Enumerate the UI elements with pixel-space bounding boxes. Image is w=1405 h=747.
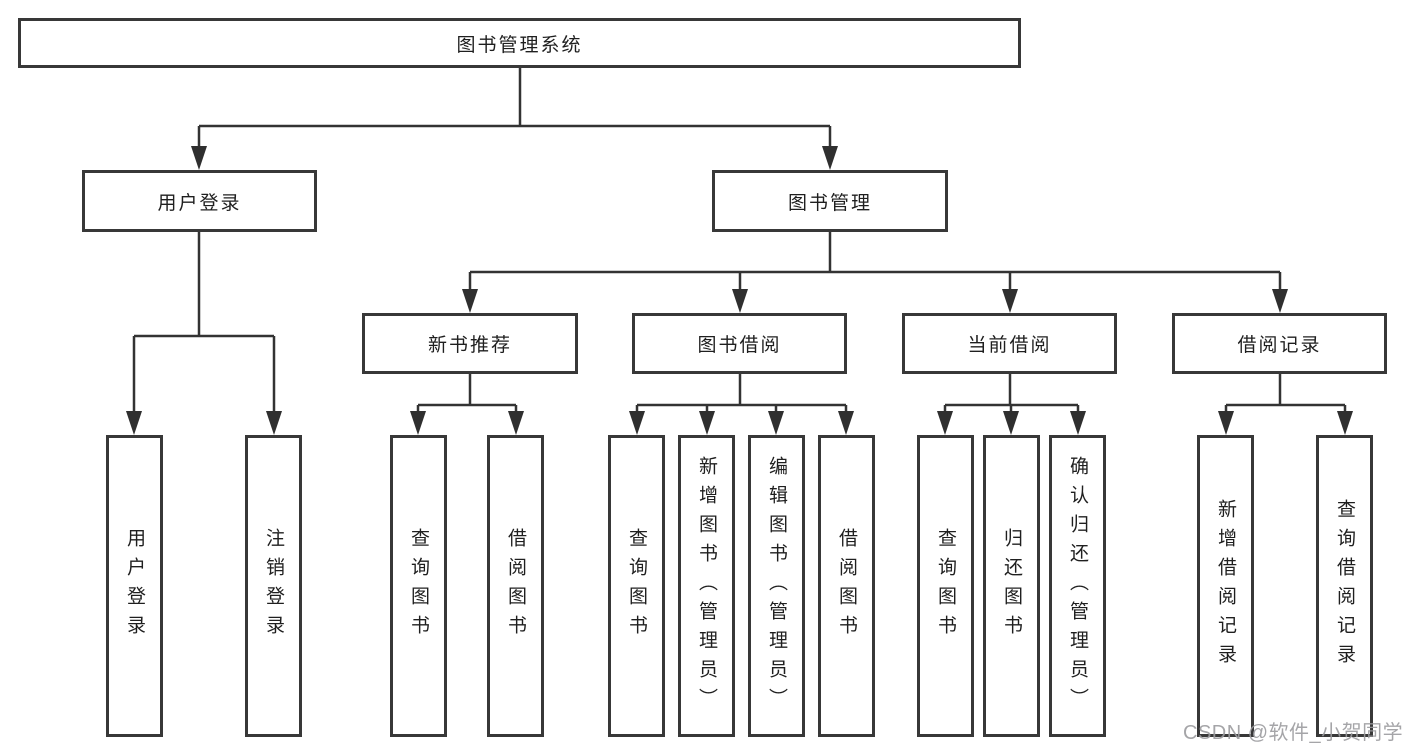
node-book-borrow: 图书借阅 bbox=[632, 313, 847, 374]
leaf-query-book-recommend: 查询图书 bbox=[390, 435, 447, 737]
leaf-query-book-current: 查询图书 bbox=[917, 435, 974, 737]
node-new-book-recommend: 新书推荐 bbox=[362, 313, 578, 374]
leaf-logout: 注销登录 bbox=[245, 435, 302, 737]
leaf-edit-book-admin-label: 编辑图书（管理员） bbox=[766, 455, 787, 717]
leaf-return-book-label: 归还图书 bbox=[1001, 528, 1022, 644]
leaf-confirm-return-admin: 确认归还（管理员） bbox=[1049, 435, 1106, 737]
node-current-borrow: 当前借阅 bbox=[902, 313, 1117, 374]
node-user-login-label: 用户登录 bbox=[157, 192, 242, 214]
leaf-edit-book-admin: 编辑图书（管理员） bbox=[748, 435, 805, 737]
leaf-add-book-admin: 新增图书（管理员） bbox=[678, 435, 735, 737]
leaf-query-book-current-label: 查询图书 bbox=[935, 528, 956, 644]
node-new-book-recommend-label: 新书推荐 bbox=[427, 335, 512, 356]
node-user-login: 用户登录 bbox=[82, 170, 317, 232]
leaf-query-book-recommend-label: 查询图书 bbox=[408, 528, 429, 644]
leaf-borrow-book: 借阅图书 bbox=[818, 435, 875, 737]
leaf-return-book: 归还图书 bbox=[983, 435, 1040, 737]
leaf-add-borrow-record: 新增借阅记录 bbox=[1197, 435, 1254, 737]
leaf-query-book-borrow: 查询图书 bbox=[608, 435, 665, 737]
leaf-logout-label: 注销登录 bbox=[263, 528, 284, 644]
leaf-user-login-label: 用户登录 bbox=[124, 528, 145, 644]
node-current-borrow-label: 当前借阅 bbox=[967, 335, 1052, 356]
node-borrow-records-label: 借阅记录 bbox=[1237, 335, 1322, 356]
leaf-query-book-borrow-label: 查询图书 bbox=[626, 528, 647, 644]
leaf-query-borrow-record-label: 查询借阅记录 bbox=[1334, 499, 1355, 673]
leaf-add-book-admin-label: 新增图书（管理员） bbox=[696, 455, 717, 717]
node-book-management: 图书管理 bbox=[712, 170, 948, 232]
node-root-label: 图书管理系统 bbox=[456, 34, 583, 56]
leaf-add-borrow-record-label: 新增借阅记录 bbox=[1215, 499, 1236, 673]
node-book-borrow-label: 图书借阅 bbox=[697, 335, 782, 356]
leaf-query-borrow-record: 查询借阅记录 bbox=[1316, 435, 1373, 737]
node-book-management-label: 图书管理 bbox=[787, 192, 872, 214]
leaf-borrow-book-label: 借阅图书 bbox=[836, 528, 857, 644]
leaf-borrow-book-recommend: 借阅图书 bbox=[487, 435, 544, 737]
node-root: 图书管理系统 bbox=[18, 18, 1021, 68]
node-borrow-records: 借阅记录 bbox=[1172, 313, 1387, 374]
leaf-borrow-book-recommend-label: 借阅图书 bbox=[505, 528, 526, 644]
csdn-watermark: CSDN @软件_小贺同学 bbox=[1183, 722, 1404, 744]
leaf-confirm-return-admin-label: 确认归还（管理员） bbox=[1067, 455, 1088, 717]
leaf-user-login: 用户登录 bbox=[106, 435, 163, 737]
